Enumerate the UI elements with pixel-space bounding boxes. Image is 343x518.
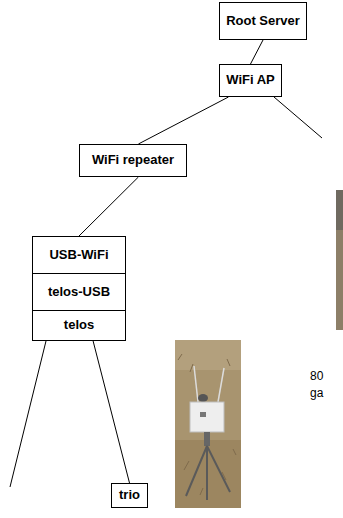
link-line xyxy=(79,177,138,236)
node-label: telos-USB xyxy=(48,285,110,299)
node-label: WiFi AP xyxy=(226,73,275,87)
stack-layer-box: USB-WiFi xyxy=(32,236,126,274)
access-point-box: WiFi AP xyxy=(219,64,282,97)
node-label: USB-WiFi xyxy=(49,248,108,262)
tripod-photo xyxy=(175,340,241,508)
stack-layer-box: telos-USB xyxy=(32,273,126,311)
link-line xyxy=(251,40,264,64)
node-label: telos xyxy=(64,318,94,332)
node-label: Root Server xyxy=(226,14,300,28)
stack-layer-box: telos xyxy=(32,310,126,341)
node-label: trio xyxy=(119,488,140,502)
caption-fragment: 80 xyxy=(310,370,323,383)
node-box: trio xyxy=(111,483,148,508)
photo-strip xyxy=(336,190,343,330)
wire-line xyxy=(10,341,46,487)
photo-strip xyxy=(336,190,343,230)
caption-fragment: ga xyxy=(310,387,323,400)
server-box: Root Server xyxy=(219,2,307,40)
wire-line xyxy=(274,97,322,138)
link-line xyxy=(138,97,228,144)
link-line xyxy=(93,341,129,483)
node-label: WiFi repeater xyxy=(92,153,174,167)
repeater-box: WiFi repeater xyxy=(79,144,187,177)
